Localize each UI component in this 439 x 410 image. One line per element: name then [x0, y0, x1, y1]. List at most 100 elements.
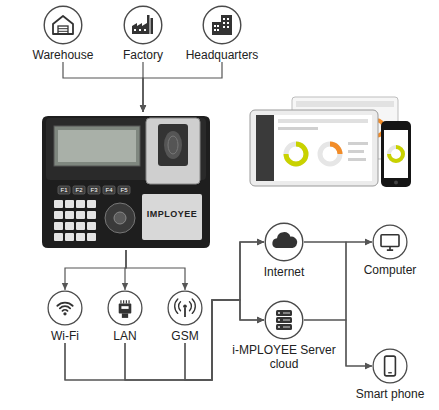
shape-rect	[118, 186, 130, 194]
shape-circle	[124, 6, 162, 44]
connector	[65, 239, 264, 380]
icon-node: Factory	[108, 5, 178, 62]
shape-rect	[227, 18, 229, 20]
shape-rect	[384, 130, 408, 178]
icon-node: GSM	[160, 290, 210, 343]
connector-line	[304, 242, 372, 320]
time-clock-device: IMPLOYEE	[40, 112, 212, 250]
arrowhead	[365, 363, 372, 369]
connector	[304, 239, 372, 320]
shape-path	[57, 303, 72, 311]
shape-circle	[394, 181, 398, 185]
function-key-label: F5	[118, 186, 130, 194]
shape-path	[389, 147, 403, 161]
shape-circle	[105, 203, 135, 233]
function-key-label: F3	[88, 186, 100, 194]
shape-rect	[217, 29, 219, 31]
shape-rect	[158, 124, 188, 166]
shape-rect	[54, 233, 63, 241]
connector	[62, 250, 126, 290]
shape-rect	[278, 119, 368, 123]
icon-circle	[47, 290, 83, 326]
connector-line	[63, 62, 143, 112]
connector	[125, 239, 264, 380]
shape-rect	[214, 25, 216, 27]
shape-rect	[146, 118, 200, 184]
shape-rect	[76, 222, 85, 230]
arrowhead	[257, 239, 264, 245]
shape-path	[121, 300, 129, 303]
arrowhead	[257, 317, 264, 323]
shape-path	[58, 29, 68, 32]
shape-rect	[87, 211, 96, 219]
shape-rect	[256, 115, 372, 181]
shape-rect	[144, 29, 146, 31]
icon-node: Computer	[372, 224, 408, 260]
shape-circle	[265, 223, 303, 261]
connector	[126, 250, 188, 290]
icon-circle	[264, 300, 304, 340]
shape-ellipse	[168, 136, 178, 154]
shape-rect	[278, 127, 318, 130]
shape-rect	[296, 101, 394, 107]
shape-circle	[278, 319, 280, 321]
shape-rect	[87, 233, 96, 241]
shape-rect	[381, 235, 399, 247]
shape-rect	[76, 200, 85, 208]
icon-circle	[107, 290, 143, 326]
arrowhead	[257, 317, 264, 323]
icon-node: Headquarters	[179, 5, 265, 62]
connector	[122, 250, 128, 290]
shape-rect	[250, 110, 378, 186]
shape-path	[42, 116, 210, 248]
connector	[63, 62, 146, 112]
shape-circle	[63, 312, 66, 315]
shape-rect	[348, 150, 364, 153]
arrowhead	[257, 317, 264, 323]
shape-circle	[278, 312, 280, 314]
node-label: Internet	[229, 265, 339, 279]
shape-rect	[54, 126, 140, 166]
arrowhead	[365, 363, 372, 369]
shape-rect	[348, 142, 368, 145]
shape-rect	[54, 200, 63, 208]
shape-rect	[103, 186, 115, 194]
shape-path	[283, 313, 290, 327]
shape-path	[388, 372, 392, 373]
shape-circle	[373, 349, 407, 383]
shape-circle	[286, 144, 306, 164]
shape-rect	[134, 29, 136, 31]
icon-circle	[372, 348, 408, 384]
arrowhead	[140, 105, 146, 112]
phone-illustration	[381, 121, 411, 187]
shape-path	[132, 15, 153, 34]
shape-circle	[108, 291, 142, 325]
shape-rect	[119, 304, 132, 314]
shape-rect	[65, 200, 74, 208]
shape-rect	[227, 22, 229, 24]
shape-rect	[223, 22, 225, 24]
connector-line	[125, 242, 264, 380]
shape-circle	[48, 291, 82, 325]
shape-rect	[121, 306, 128, 309]
shape-rect	[256, 115, 274, 181]
node-label: GSM	[160, 329, 210, 343]
arrowhead	[140, 105, 146, 112]
connector-line	[126, 250, 185, 290]
shape-rect	[65, 211, 74, 219]
icon-circle	[43, 5, 83, 45]
shape-rect	[58, 26, 68, 34]
icon-node: Warehouse	[25, 5, 101, 62]
shape-circle	[168, 291, 202, 325]
icon-node: Wi-Fi	[40, 290, 90, 343]
shape-circle	[389, 147, 403, 161]
shape-rect	[65, 222, 74, 230]
arrowhead	[257, 239, 264, 245]
brand-name: IMPLOYEE	[142, 209, 202, 220]
shape-rect	[54, 222, 63, 230]
shape-rect	[142, 194, 202, 240]
shape-rect	[217, 25, 219, 27]
shape-circle	[114, 212, 126, 224]
icon-node: Smart phone	[372, 348, 408, 384]
